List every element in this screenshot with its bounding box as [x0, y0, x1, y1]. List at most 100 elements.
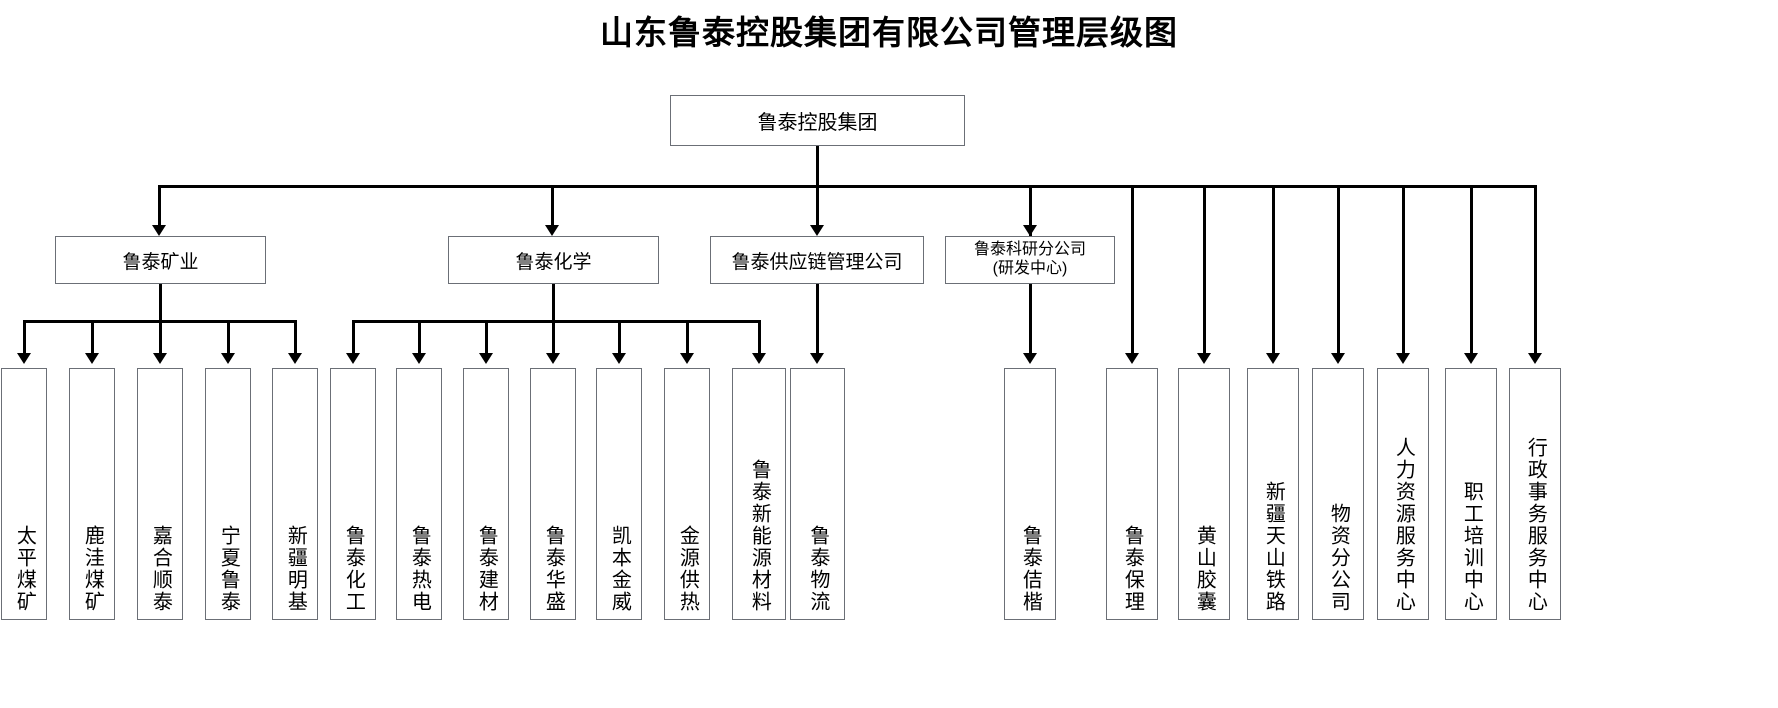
leaf-node-jiaheshuntai[interactable]: 嘉合顺泰 — [137, 368, 183, 620]
node-division-chemical[interactable]: 鲁泰化学 — [448, 236, 659, 284]
connector-drop-direct-7 — [1534, 185, 1537, 355]
connector-chemical-stem — [552, 284, 555, 322]
leaf-label: 黄山胶囊 — [1193, 525, 1216, 613]
leaf-label: 太平煤矿 — [13, 525, 36, 613]
leaf-node-huangshan-capsule[interactable]: 黄山胶囊 — [1178, 368, 1230, 620]
arrow-chemical-child-3 — [546, 353, 560, 364]
leaf-label: 鲁泰新能源材料 — [748, 459, 771, 613]
leaf-label: 鲁泰华盛 — [542, 525, 565, 613]
arrow-direct-3 — [1266, 353, 1280, 364]
leaf-node-jinyuan-heating[interactable]: 金源供热 — [664, 368, 710, 620]
connector-root-trunk — [816, 146, 819, 187]
node-division-mining-label: 鲁泰矿业 — [122, 251, 199, 273]
leaf-node-staff-training-center[interactable]: 职工培训中心 — [1445, 368, 1497, 620]
leaf-node-lutai-chemical-industry[interactable]: 鲁泰化工 — [330, 368, 376, 620]
arrow-mining-child-3 — [221, 353, 235, 364]
leaf-label: 人力资源服务中心 — [1392, 437, 1415, 613]
connector-mining-stem — [159, 284, 162, 322]
arrow-mining-child-1 — [85, 353, 99, 364]
leaf-node-admin-service-center[interactable]: 行政事务服务中心 — [1509, 368, 1561, 620]
node-division-supplychain-label: 鲁泰供应链管理公司 — [731, 251, 903, 273]
connector-mining-child-2 — [159, 320, 162, 355]
connector-mining-child-4 — [294, 320, 297, 355]
leaf-node-kaiben-jinwei[interactable]: 凯本金威 — [596, 368, 642, 620]
arrow-mining-child-2 — [153, 353, 167, 364]
arrow-direct-7 — [1528, 353, 1542, 364]
leaf-node-ningxia-lutai[interactable]: 宁夏鲁泰 — [205, 368, 251, 620]
leaf-node-lutai-new-energy-materials[interactable]: 鲁泰新能源材料 — [732, 368, 786, 620]
node-division-chemical-label: 鲁泰化学 — [515, 251, 592, 273]
leaf-label: 物资分公司 — [1327, 503, 1350, 613]
leaf-label: 鲁泰化工 — [342, 525, 365, 613]
connector-mining-child-3 — [227, 320, 230, 355]
arrow-chemical-child-4 — [612, 353, 626, 364]
connector-mining-child-1 — [91, 320, 94, 355]
leaf-label: 鲁泰建材 — [475, 525, 498, 613]
leaf-node-lutai-baoli[interactable]: 鲁泰保理 — [1106, 368, 1158, 620]
leaf-node-hr-service-center[interactable]: 人力资源服务中心 — [1377, 368, 1429, 620]
leaf-node-xinjiang-mingji[interactable]: 新疆明基 — [272, 368, 318, 620]
leaf-node-materials-branch[interactable]: 物资分公司 — [1312, 368, 1364, 620]
leaf-label: 嘉合顺泰 — [149, 525, 172, 613]
arrow-direct-1 — [1125, 353, 1139, 364]
connector-chemical-child-1 — [418, 320, 421, 355]
arrow-chemical — [545, 225, 559, 236]
leaf-label: 鲁泰佶楷 — [1019, 525, 1042, 613]
leaf-label: 鲁泰保理 — [1121, 525, 1144, 613]
arrow-chemical-child-6 — [752, 353, 766, 364]
leaf-node-lutai-jiekai[interactable]: 鲁泰佶楷 — [1004, 368, 1056, 620]
connector-drop-direct-1 — [1131, 185, 1134, 355]
arrow-mining — [152, 225, 166, 236]
leaf-node-lutai-building-materials[interactable]: 鲁泰建材 — [463, 368, 509, 620]
leaf-label: 鲁泰热电 — [408, 525, 431, 613]
leaf-label: 新疆明基 — [284, 525, 307, 613]
leaf-node-xinjiang-tianshan-railway[interactable]: 新疆天山铁路 — [1247, 368, 1299, 620]
node-root-label: 鲁泰控股集团 — [757, 112, 878, 134]
connector-chemical-child-2 — [485, 320, 488, 355]
arrow-mining-child-0 — [17, 353, 31, 364]
arrow-direct-2 — [1197, 353, 1211, 364]
connector-drop-chemical — [551, 185, 554, 227]
connector-drop-mining — [158, 185, 161, 227]
connector-drop-direct-4 — [1337, 185, 1340, 355]
arrow-chemical-child-5 — [680, 353, 694, 364]
connector-chemical-child-0 — [352, 320, 355, 355]
connector-drop-direct-3 — [1272, 185, 1275, 355]
arrow-direct-5 — [1396, 353, 1410, 364]
node-root[interactable]: 鲁泰控股集团 — [670, 95, 965, 146]
page-title: 山东鲁泰控股集团有限公司管理层级图 — [600, 16, 1178, 52]
arrow-chemical-child-1 — [412, 353, 426, 364]
arrow-chemical-child-0 — [346, 353, 360, 364]
leaf-node-lutai-thermal-power[interactable]: 鲁泰热电 — [396, 368, 442, 620]
leaf-label: 宁夏鲁泰 — [217, 525, 240, 613]
node-division-research[interactable]: 鲁泰科研分公司 (研发中心) — [945, 236, 1115, 284]
arrow-supplychain-child-0 — [810, 353, 824, 364]
connector-drop-direct-6 — [1470, 185, 1473, 355]
node-division-research-sublabel: (研发中心) — [992, 260, 1068, 277]
connector-chemical-bus — [352, 320, 761, 323]
connector-main-bus — [158, 185, 1537, 188]
leaf-node-lutai-logistics[interactable]: 鲁泰物流 — [790, 368, 845, 620]
leaf-label: 鹿洼煤矿 — [81, 525, 104, 613]
leaf-node-taiping-coal[interactable]: 太平煤矿 — [1, 368, 47, 620]
arrow-mining-child-4 — [288, 353, 302, 364]
connector-mining-child-0 — [23, 320, 26, 355]
connector-chemical-child-5 — [686, 320, 689, 355]
leaf-label: 凯本金威 — [608, 525, 631, 613]
node-division-supplychain[interactable]: 鲁泰供应链管理公司 — [710, 236, 924, 284]
arrow-direct-4 — [1331, 353, 1345, 364]
arrow-supplychain — [810, 225, 824, 236]
connector-drop-supplychain — [816, 185, 819, 227]
connector-drop-direct-5 — [1402, 185, 1405, 355]
arrow-chemical-child-2 — [479, 353, 493, 364]
connector-drop-direct-2 — [1203, 185, 1206, 355]
leaf-node-luwa-coal[interactable]: 鹿洼煤矿 — [69, 368, 115, 620]
connector-chemical-child-6 — [758, 320, 761, 355]
leaf-label: 金源供热 — [676, 525, 699, 613]
leaf-label: 鲁泰物流 — [806, 525, 829, 613]
arrow-direct-0 — [1023, 353, 1037, 364]
connector-chemical-child-3 — [552, 320, 555, 355]
node-division-mining[interactable]: 鲁泰矿业 — [55, 236, 266, 284]
leaf-node-lutai-huasheng[interactable]: 鲁泰华盛 — [530, 368, 576, 620]
